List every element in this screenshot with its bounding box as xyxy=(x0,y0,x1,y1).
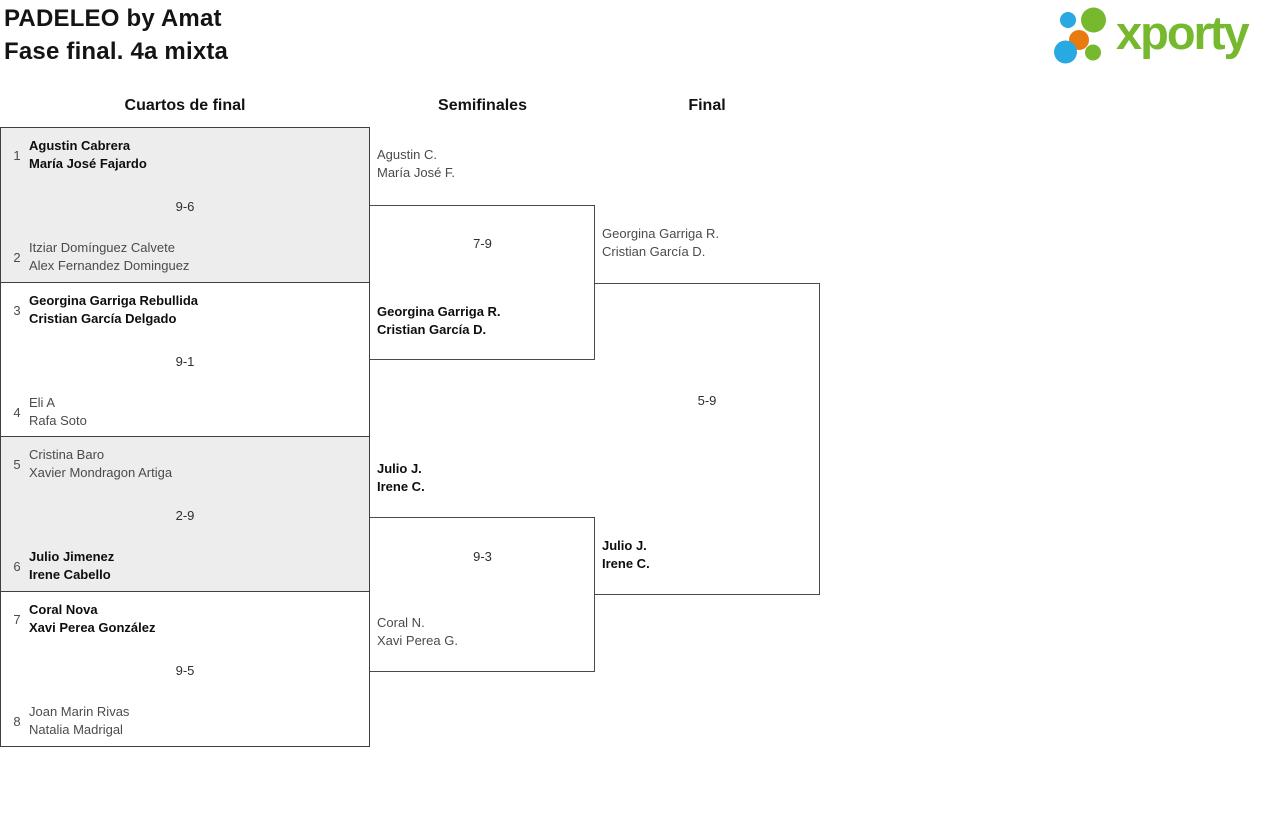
match-score: 9-1 xyxy=(175,354,195,369)
quarterfinal-match-1: 1 Agustin Cabrera María José Fajardo 9-6… xyxy=(0,127,370,283)
xporty-dots-icon xyxy=(1054,7,1106,64)
final-match xyxy=(594,283,820,595)
match-score: 9-5 xyxy=(175,663,195,678)
seed-number: 6 xyxy=(13,558,21,574)
round-header-semifinals: Semifinales xyxy=(438,97,527,114)
team-label: Agustin C. María José F. xyxy=(377,147,456,180)
team-label: Joan Marin Rivas Natalia Madrigal xyxy=(29,704,130,737)
seed-number: 2 xyxy=(13,249,21,265)
team-label: Georgina Garriga Rebullida Cristian Garc… xyxy=(29,293,199,326)
xporty-logo[interactable]: xporty xyxy=(1048,5,1250,67)
match-score: 2-9 xyxy=(175,508,195,523)
team-label: Georgina Garriga R. Cristian García D. xyxy=(377,304,501,337)
team-label: Agustin Cabrera María José Fajardo xyxy=(29,138,147,171)
seed-number: 1 xyxy=(13,147,21,163)
phase-subtitle: Fase final. 4a mixta xyxy=(4,38,229,65)
team-label: Coral N. Xavi Perea G. xyxy=(377,615,458,648)
match-score: 5-9 xyxy=(697,393,717,408)
team-label: Coral Nova Xavi Perea González xyxy=(29,602,156,635)
match-slot: 8 Joan Marin Rivas Natalia Madrigal xyxy=(9,703,129,739)
quarterfinal-match-4: 7 Coral Nova Xavi Perea González 9-5 8 J… xyxy=(0,591,370,747)
round-header-final: Final xyxy=(688,97,726,114)
round-header-quarterfinals: Cuartos de final xyxy=(124,97,246,114)
seed-number: 4 xyxy=(13,404,21,420)
match-score: 7-9 xyxy=(473,236,492,251)
match-slot: 3 Georgina Garriga Rebullida Cristian Ga… xyxy=(9,292,198,328)
page-title: PADELEO by Amat Fase final. 4a mixta xyxy=(4,2,228,68)
match-slot: 5 Cristina Baro Xavier Mondragon Artiga xyxy=(9,446,172,482)
match-score: 9-6 xyxy=(175,199,195,214)
team-label: Julio Jimenez Irene Cabello xyxy=(29,549,115,582)
match-slot: 2 Itziar Domínguez Calvete Alex Fernande… xyxy=(9,239,189,275)
match-score: 9-3 xyxy=(473,549,492,564)
match-slot: 1 Agustin Cabrera María José Fajardo xyxy=(9,137,147,173)
team-label: Cristina Baro Xavier Mondragon Artiga xyxy=(29,447,173,480)
tournament-name: PADELEO by Amat xyxy=(4,5,222,32)
semifinal-match-1 xyxy=(370,205,595,360)
team-label: Julio J. Irene C. xyxy=(377,461,425,494)
seed-number: 5 xyxy=(13,456,21,472)
match-slot: 7 Coral Nova Xavi Perea González xyxy=(9,601,155,637)
quarterfinal-match-3: 5 Cristina Baro Xavier Mondragon Artiga … xyxy=(0,436,370,592)
match-slot: 6 Julio Jimenez Irene Cabello xyxy=(9,548,114,584)
seed-number: 8 xyxy=(13,713,21,729)
quarterfinal-match-2: 3 Georgina Garriga Rebullida Cristian Ga… xyxy=(0,282,370,437)
team-label: Julio J. Irene C. xyxy=(602,538,650,571)
match-slot: 4 Eli A Rafa Soto xyxy=(9,394,87,430)
seed-number: 7 xyxy=(13,611,21,627)
xporty-wordmark: xporty xyxy=(1116,6,1250,59)
seed-number: 3 xyxy=(13,302,21,318)
team-label: Georgina Garriga R. Cristian García D. xyxy=(602,226,720,259)
team-label: Itziar Domínguez Calvete Alex Fernandez … xyxy=(29,240,190,273)
team-label: Eli A Rafa Soto xyxy=(29,395,87,428)
